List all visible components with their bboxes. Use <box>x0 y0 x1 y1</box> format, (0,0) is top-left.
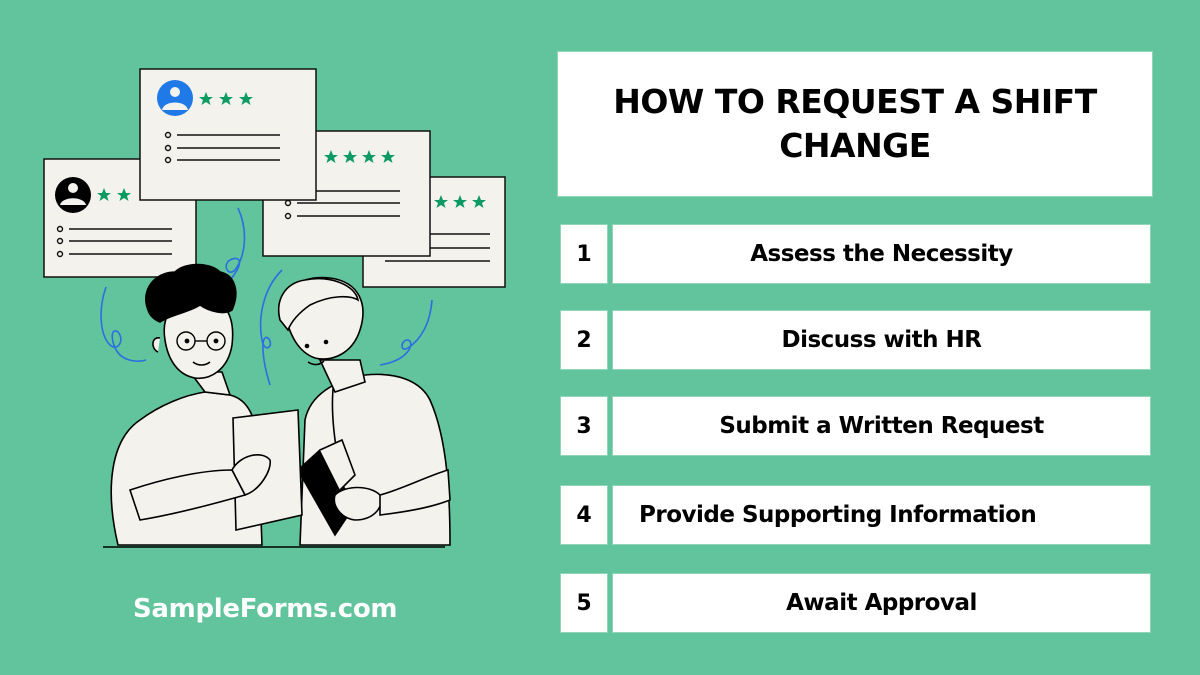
step-label: Provide Supporting Information <box>612 485 1151 545</box>
star-rating-2 <box>97 188 131 201</box>
black-avatar-icon <box>55 177 91 213</box>
step-3: 3 Submit a Written Request <box>558 394 1153 458</box>
glasses-icon <box>176 331 226 351</box>
step-number: 4 <box>560 485 608 545</box>
illustration <box>43 68 506 548</box>
star-rating-4 <box>324 150 395 163</box>
brand-logo-text: SampleForms.com <box>133 594 398 624</box>
step-2: 2 Discuss with HR <box>558 308 1153 372</box>
step-5: 5 Await Approval <box>558 571 1153 635</box>
person-with-glasses <box>110 263 303 546</box>
step-label: Await Approval <box>612 573 1151 633</box>
step-number: 1 <box>560 224 608 284</box>
step-1: 1 Assess the Necessity <box>558 222 1153 286</box>
step-label: Assess the Necessity <box>612 224 1151 284</box>
step-number: 2 <box>560 310 608 370</box>
star-rating-3b <box>434 195 486 208</box>
squiggle-decorations <box>100 207 433 386</box>
review-card-2 <box>139 68 317 201</box>
star-rating-3a <box>199 92 253 105</box>
title-panel: HOW TO REQUEST A SHIFT CHANGE <box>557 51 1153 197</box>
page-title: HOW TO REQUEST A SHIFT CHANGE <box>613 82 1097 165</box>
step-label: Submit a Written Request <box>612 396 1151 456</box>
step-number: 3 <box>560 396 608 456</box>
step-4: 4 Provide Supporting Information <box>558 483 1153 547</box>
person-holding-book <box>278 276 451 546</box>
step-number: 5 <box>560 573 608 633</box>
step-label: Discuss with HR <box>612 310 1151 370</box>
blue-avatar-icon <box>157 80 193 116</box>
